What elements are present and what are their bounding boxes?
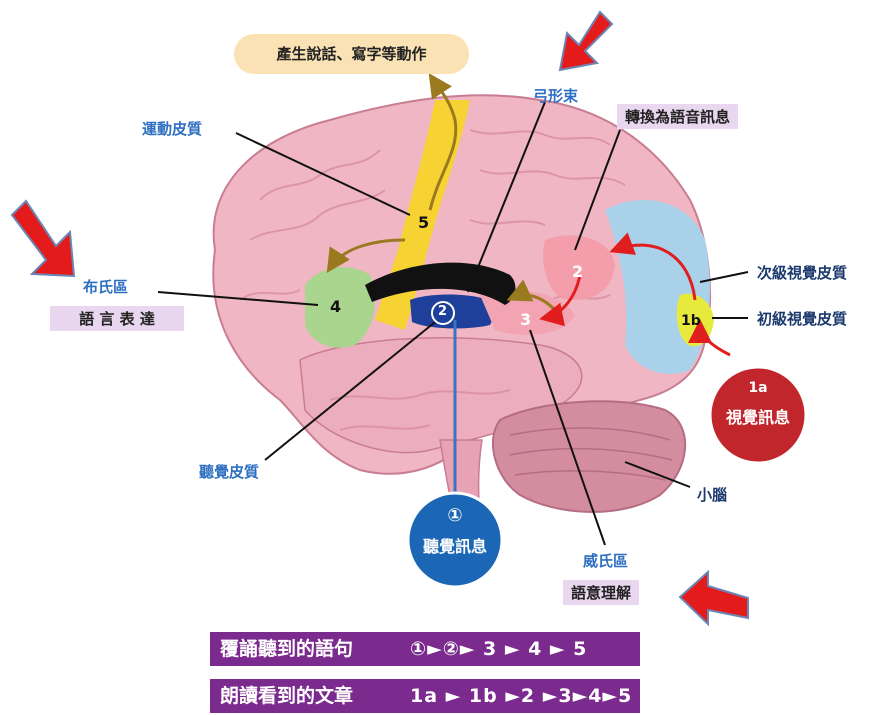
auditory-step-circle: [431, 301, 455, 325]
region-number-3: 3: [520, 310, 532, 329]
broca-label: 布氏區: [83, 278, 129, 296]
auditory-info-label: 聽覺訊息: [422, 537, 487, 556]
wernicke-function-label: 語意理解: [563, 580, 640, 605]
region-number-4: 4: [330, 297, 342, 316]
secondary-visual-label: 次級視覺皮質: [757, 264, 848, 282]
visual-pathway-arrows: [539, 232, 731, 357]
pointer-arrow-left: [10, 199, 76, 278]
wernicke-label: 威氏區: [583, 552, 629, 570]
output-action-label: 產生說話、寫字等動作: [234, 34, 469, 74]
cerebellum-label: 小腦: [697, 486, 728, 504]
region-number-1b: 1b: [681, 313, 701, 329]
broca-region: [305, 267, 375, 348]
motor-cortex-label: 運動皮質: [142, 120, 203, 138]
primary-visual-label: 初級視覺皮質: [757, 310, 848, 328]
highlight-pointer-arrows: [10, 10, 749, 627]
pointer-arrow-bottom: [678, 569, 749, 627]
broca-function-label: 語 言 表 達: [50, 306, 184, 331]
auditory-info-circle: [406, 491, 504, 589]
auditory-info-number: ①: [447, 505, 463, 526]
arcuate-label: 弓形束: [533, 87, 579, 105]
visual-info-label: 視覺訊息: [725, 408, 790, 427]
pathway-read-aloud: 朗讀看到的文章 1a ► 1b ►2 ►3►4►5: [210, 679, 640, 713]
angular-gyrus-region: [543, 235, 615, 301]
pathway-sequence: 1a ► 1b ►2 ►3►4►5: [410, 685, 633, 707]
region-number-2: 2: [572, 262, 584, 281]
convert-to-sound-label: 轉換為語音訊息: [617, 104, 739, 129]
cerebellum: [491, 400, 687, 513]
visual-info-number: 1a: [748, 380, 768, 396]
visual-info-circle: [708, 365, 808, 465]
pathway-title: 覆誦聽到的語句: [220, 638, 354, 660]
region-number-5: 5: [418, 213, 430, 232]
leader-lines: [157, 101, 749, 546]
pathway-repeat-heard: 覆誦聽到的語句 ①►②► 3 ► 4 ► 5: [210, 632, 640, 666]
region-number-circle-2: 2: [438, 304, 448, 319]
auditory-cortex-label: 聽覺皮質: [199, 463, 260, 481]
arcuate-fasciculus: [365, 262, 516, 305]
cerebellum-folia: [509, 427, 673, 481]
pathway-sequence: ①►②► 3 ► 4 ► 5: [410, 638, 588, 660]
auditory-region: [410, 294, 500, 329]
pathway-title: 朗讀看到的文章: [220, 685, 354, 707]
pointer-arrow-top: [558, 10, 614, 72]
